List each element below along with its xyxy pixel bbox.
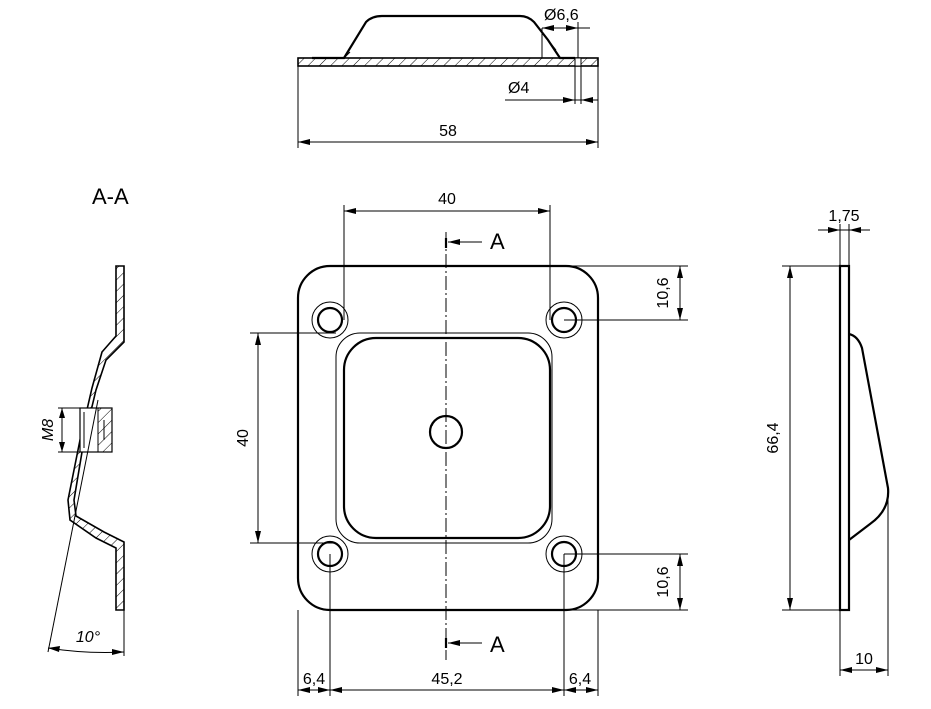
dim-thread-label: M8: [40, 419, 57, 441]
arrow: [255, 333, 261, 345]
arrow: [566, 25, 578, 31]
arrow: [344, 208, 356, 214]
top-dome-detail: [343, 39, 557, 59]
section-nut-wall: [97, 407, 113, 453]
top-dome-outline: [312, 14, 575, 60]
raised-area-inner: [342, 336, 552, 540]
arrow: [563, 97, 575, 103]
arrow: [255, 531, 261, 543]
arrow: [448, 640, 460, 646]
arrow: [677, 266, 683, 278]
arrow: [677, 308, 683, 320]
arrow: [876, 667, 888, 673]
arrow: [586, 139, 598, 145]
arrow: [677, 598, 683, 610]
arrow: [564, 687, 576, 693]
arrow: [787, 598, 793, 610]
arrow: [552, 687, 564, 693]
dim-hole-spacing-x-label: 40: [438, 191, 456, 208]
section-mark-top-label: A: [490, 229, 505, 254]
arrow: [59, 442, 65, 452]
arrow: [59, 408, 65, 418]
arrow: [581, 97, 593, 103]
arrow: [330, 687, 342, 693]
angle-ext-line: [47, 399, 99, 653]
dim-left-edge-label: 6,4: [303, 671, 325, 688]
dim-angle-label: 10°: [76, 629, 101, 646]
arrow: [112, 649, 124, 655]
arrow: [849, 227, 861, 233]
section-view: [47, 265, 125, 656]
dim-base-width-label: 45,2: [431, 671, 462, 688]
dim-height-label: 66,4: [765, 422, 782, 453]
arrow: [538, 208, 550, 214]
dim-58-label: 58: [439, 123, 457, 140]
arrow: [298, 139, 310, 145]
dim-hole-spacing-y-label: 40: [235, 429, 252, 447]
arrow: [542, 25, 554, 31]
arrow: [586, 687, 598, 693]
section-mark-bottom-label: A: [490, 632, 505, 657]
top-view: [297, 14, 599, 148]
dim-thickness-label: 1,75: [828, 208, 859, 225]
view-label: A-A: [92, 184, 129, 209]
corner-hole-top-left: [311, 301, 349, 339]
raised-area-outer: [335, 332, 553, 544]
dim-hole-small-label: Ø4: [508, 80, 529, 97]
arrow: [298, 687, 310, 693]
dim-edge-top-label: 10,6: [655, 277, 672, 308]
arrow: [48, 646, 60, 652]
top-hole-section: [574, 57, 582, 67]
dim-right-edge-label: 6,4: [569, 671, 591, 688]
side-view: [782, 224, 890, 676]
arrow: [677, 554, 683, 566]
arrow: [828, 227, 840, 233]
plate-outline: [296, 264, 600, 612]
dim-edge-bottom-label: 10,6: [655, 566, 672, 597]
arrow: [787, 266, 793, 278]
side-plate: [838, 264, 851, 612]
dim-depth-label: 10: [855, 651, 873, 668]
dim-hole-large-label: Ø6,6: [544, 7, 579, 24]
top-plate-section: [297, 57, 599, 67]
side-dome: [848, 332, 890, 541]
arrow: [840, 667, 852, 673]
arrow: [448, 239, 460, 245]
arrow: [318, 687, 330, 693]
front-view: [250, 205, 688, 696]
